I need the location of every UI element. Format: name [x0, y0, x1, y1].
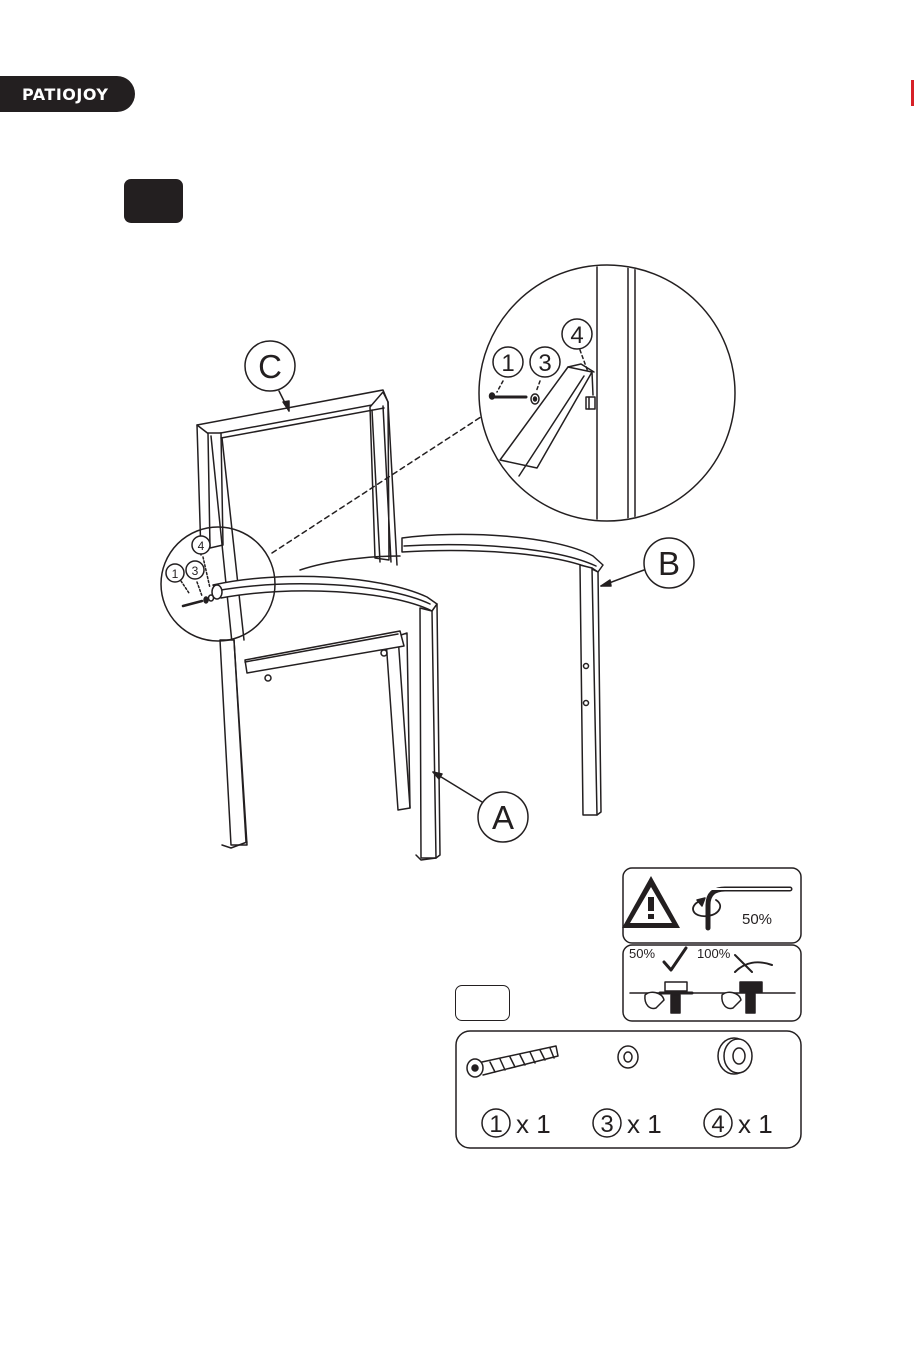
- zoom-callout-3: 3: [538, 350, 551, 377]
- hardware-4-qty: x 1: [738, 1109, 773, 1139]
- small-callout-1: 1: [172, 567, 179, 581]
- label-part-b: B: [658, 545, 680, 582]
- lower-rail: [245, 631, 404, 681]
- tighten-bad-percent: 100%: [697, 946, 731, 961]
- hardware-1-number: 1: [489, 1111, 502, 1138]
- label-part-c: C: [258, 348, 282, 385]
- label-part-a: A: [492, 799, 514, 836]
- small-callout-3: 3: [192, 564, 199, 578]
- zoom-detail-circle: [479, 250, 735, 540]
- torque-percent: 50%: [742, 911, 772, 928]
- side-frame-b: [300, 534, 603, 815]
- hardware-1-qty: x 1: [516, 1109, 551, 1139]
- spacer-icon: [718, 1038, 752, 1074]
- back-frame-c: [197, 390, 397, 643]
- hardware-step-badge: [455, 985, 510, 1021]
- front-arm-a: [212, 576, 440, 860]
- washer-icon: [618, 1046, 638, 1068]
- zoom-callout-1: 1: [501, 350, 514, 377]
- torque-warning-panel: [622, 868, 801, 943]
- hardware-3-number: 3: [600, 1111, 613, 1138]
- small-callout-4: 4: [198, 539, 205, 553]
- tighten-ok-percent: 50%: [629, 946, 655, 961]
- zoom-callout-4: 4: [570, 322, 583, 349]
- hardware-4-number: 4: [711, 1111, 724, 1138]
- hardware-3-qty: x 1: [627, 1109, 662, 1139]
